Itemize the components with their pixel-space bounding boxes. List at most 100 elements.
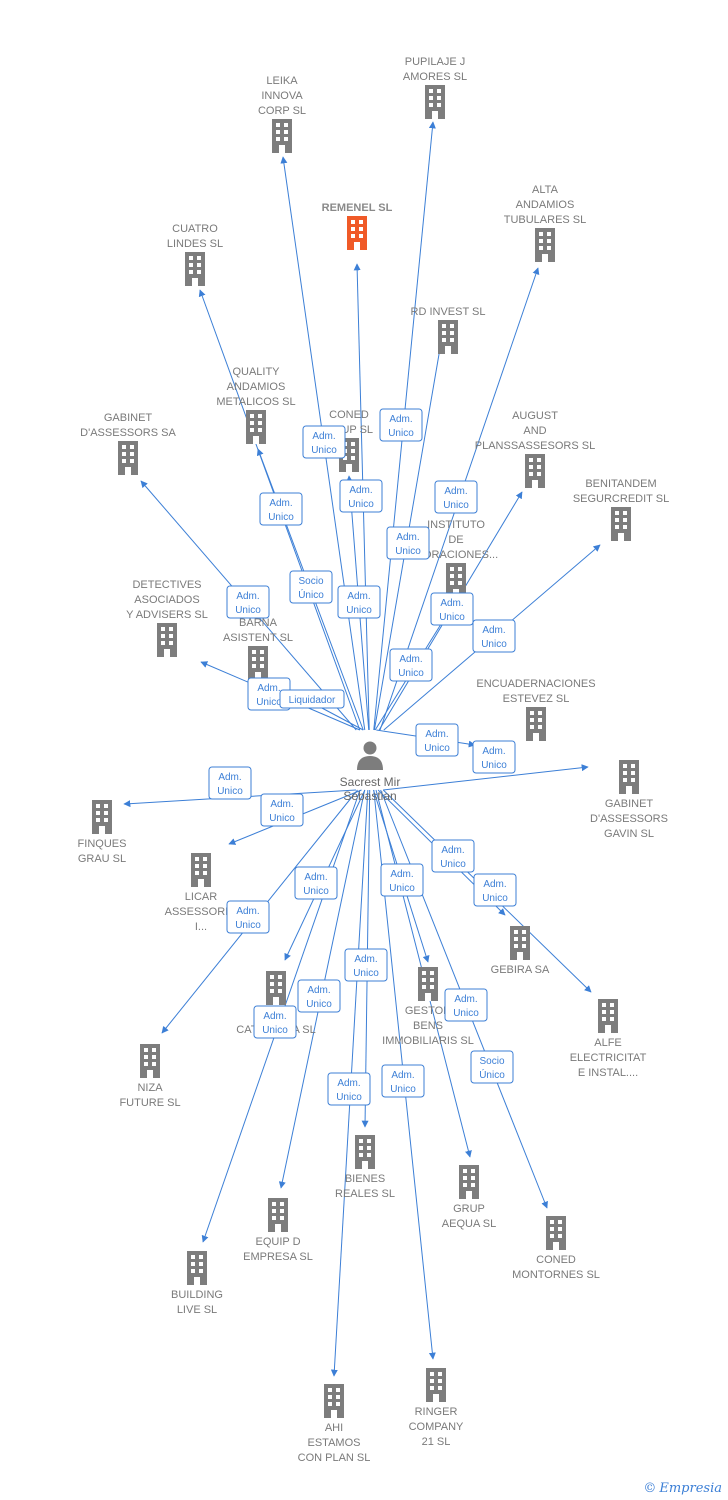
role-badge-catalunya[interactable]: Adm.Unico: [294, 866, 338, 900]
role-badge-gavin[interactable]: Adm.Unico: [472, 740, 516, 774]
company-node-rd[interactable]: RD INVEST SL: [411, 306, 486, 354]
person-name-line: Sacrest Mir: [340, 775, 401, 789]
role-badge-gabinet_sa[interactable]: Adm.Unico: [226, 585, 270, 619]
building-icon: [347, 216, 367, 250]
role-badge-august[interactable]: Adm.Unico: [430, 592, 474, 626]
company-label-line: BUILDING: [171, 1289, 223, 1301]
company-node-instituto[interactable]: INSTITUTODE...ORACIONES...: [414, 519, 498, 597]
role-badge-niza[interactable]: Adm.Unico: [226, 900, 270, 934]
badge-box: [253, 1005, 297, 1039]
badge-text: Adm.: [349, 485, 372, 496]
company-node-remenel[interactable]: REMENEL SL: [322, 202, 393, 250]
building-icon: [157, 623, 177, 657]
role-badge-instituto[interactable]: Adm.Unico: [389, 648, 433, 682]
role-badge-cuatro[interactable]: Adm.Unico: [259, 492, 303, 526]
role-badge-benitandem[interactable]: Adm.Unico: [472, 619, 516, 653]
role-badge-ringer[interactable]: Adm.Unico: [381, 1064, 425, 1098]
person-name-line: Sebastian: [343, 789, 396, 803]
badge-text: Adm.: [337, 1078, 360, 1089]
company-label-line: CORP SL: [258, 105, 306, 117]
role-badge-equip[interactable]: Adm.Unico: [297, 979, 341, 1013]
company-label-line: QUALITY: [232, 366, 280, 378]
badge-text: Adm.: [440, 598, 463, 609]
badge-text: Unico: [424, 743, 450, 754]
role-badge-pupilaje[interactable]: Adm.Unico: [379, 408, 423, 442]
role-badge-coned_grup[interactable]: Adm.Unico: [337, 585, 381, 619]
company-label-line: CON PLAN SL: [298, 1452, 371, 1464]
building-icon: [266, 971, 286, 1005]
role-badge-leika[interactable]: Adm.Unico: [302, 425, 346, 459]
role-badge-building_live[interactable]: Adm.Unico: [253, 1005, 297, 1039]
company-label-line: Y ADVISERS SL: [126, 609, 208, 621]
company-node-gebira[interactable]: GEBIRA SA: [491, 926, 550, 976]
role-badge-barna[interactable]: Liquidador: [279, 689, 345, 709]
role-badge-encuadernaciones[interactable]: Adm. Unico: [415, 723, 459, 757]
company-label-line: NIZA: [137, 1082, 163, 1094]
badge-box: [208, 766, 252, 800]
role-badge-gebira[interactable]: Adm.Unico: [431, 839, 475, 873]
building-icon: [92, 800, 112, 834]
company-label-line: AND: [523, 425, 546, 437]
company-label-line: ANDAMIOS: [516, 199, 575, 211]
badge-text: Adm.: [425, 729, 448, 740]
role-badge-coned_montornes[interactable]: Adm.Unico: [444, 988, 488, 1022]
role-badge-alta[interactable]: Adm.Unico: [434, 480, 478, 514]
company-node-licar[interactable]: LICARASSESSORI...I...: [165, 853, 238, 933]
role-badge-bienes[interactable]: Adm.Unico: [344, 948, 388, 982]
badge-text: Unico: [269, 813, 295, 824]
badge-box: [344, 948, 388, 982]
company-label-line: CONED: [536, 1254, 576, 1266]
role-badge-finques[interactable]: Adm.Unico: [208, 766, 252, 800]
badge-text: Adm.: [347, 591, 370, 602]
role-badge-remenel[interactable]: Adm.Unico: [339, 479, 383, 513]
badge-box: [339, 479, 383, 513]
company-label-line: GABINET: [605, 798, 654, 810]
role-badge-gestor[interactable]: Adm.Unico: [380, 863, 424, 897]
role-badge-rd[interactable]: Adm.Unico: [386, 526, 430, 560]
badge-box: [380, 863, 424, 897]
role-badge-ahi[interactable]: Adm.Unico: [327, 1072, 371, 1106]
company-label-line: IMMOBILIARIS SL: [382, 1035, 474, 1047]
company-label-line: BENITANDEM: [585, 478, 656, 490]
badge-text: Adm.: [399, 654, 422, 665]
company-label-line: EMPRESA SL: [243, 1251, 313, 1263]
building-icon: [438, 320, 458, 354]
badge-text: Adm.: [257, 683, 280, 694]
role-badge-alfe[interactable]: Adm.Unico: [473, 873, 517, 907]
role-badge-licar[interactable]: Adm. Unico: [260, 793, 304, 827]
badge-text: Unico: [443, 500, 469, 511]
footer-brand[interactable]: ©Empresia: [643, 1481, 722, 1496]
badge-text: Adm.: [354, 954, 377, 965]
badge-text: Unico: [389, 883, 415, 894]
badge-box: [472, 740, 516, 774]
badge-text: Adm.: [270, 799, 293, 810]
